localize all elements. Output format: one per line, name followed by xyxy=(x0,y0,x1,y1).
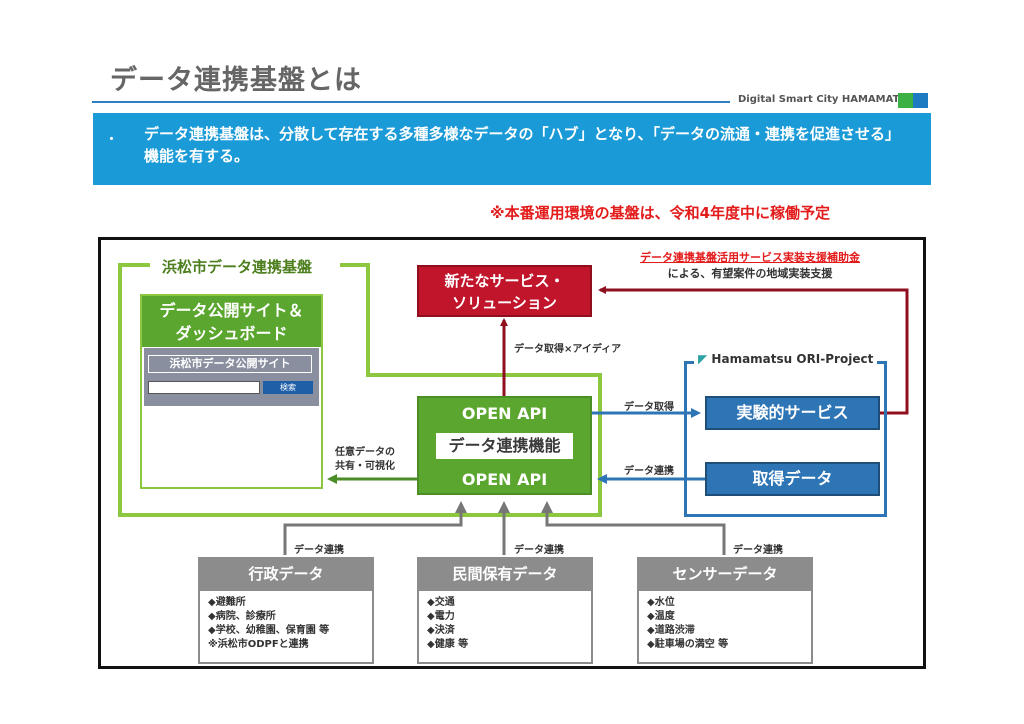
data-site-title-line1: データ公開サイト＆ xyxy=(159,301,304,320)
platform-frame xyxy=(118,263,602,517)
label-data-acquire: データ取得 xyxy=(624,402,674,413)
site-name: 浜松市データ公開サイト xyxy=(148,355,312,373)
diagram-frame xyxy=(98,237,926,669)
list-item: ◆道路渋滞 xyxy=(647,625,695,636)
new-service-box: 新たなサービス・ ソリューション xyxy=(417,265,592,317)
list-item: ◆水位 xyxy=(647,597,675,608)
data-link-function: データ連携機能 xyxy=(434,431,575,461)
source-private-items: ◆交通 ◆電力 ◆決済 ◆健康 等 xyxy=(417,591,593,664)
page-title: データ連携基盤とは xyxy=(110,65,362,96)
source-private-title: 民間保有データ xyxy=(417,557,593,591)
source-gov: 行政データ ◆避難所 ◆病院、診療所 ◆学校、幼稚園、保育園 等 ※浜松市ODP… xyxy=(198,557,374,664)
list-item: ◆交通 xyxy=(427,597,455,608)
brand-logo-green xyxy=(898,93,913,108)
experimental-service-box: 実験的サービス xyxy=(705,396,880,430)
list-item: ◆学校、幼稚園、保育園 等 xyxy=(208,625,330,636)
subsidy-note: データ連携基盤活用サービス実装支援補助金 による、有望案件の地域実装支援 xyxy=(590,250,910,282)
list-item: ◆避難所 xyxy=(208,597,246,608)
source-link-label-sensor: データ連携 xyxy=(733,545,783,556)
data-site-title-line2: ダッシュボード xyxy=(175,324,288,343)
brand-logo-blue xyxy=(913,93,928,108)
label-data-link-ori: データ連携 xyxy=(624,466,674,477)
ori-project-name: Hamamatsu ORI-Project xyxy=(711,352,874,366)
ori-logo-icon: ◤ xyxy=(698,352,708,366)
label-data-idea: データ取得×アイディア xyxy=(514,344,622,355)
list-item: ◆駐車場の満空 等 xyxy=(647,639,729,650)
list-item: ◆健康 等 xyxy=(427,639,469,650)
arrow-sensor-to-hub xyxy=(541,501,726,555)
label-share: 任意データの 共有・可視化 xyxy=(335,446,395,474)
ori-project-label: ◤ Hamamatsu ORI-Project xyxy=(694,352,878,366)
label-share-line2: 共有・可視化 xyxy=(335,461,395,472)
site-screenshot-header xyxy=(144,348,319,406)
platform-label: 浜松市データ連携基盤 xyxy=(156,256,319,277)
new-service-line1: 新たなサービス・ xyxy=(444,272,565,290)
list-item: ◆病院、診療所 xyxy=(208,611,276,622)
list-item: ◆温度 xyxy=(647,611,675,622)
banner-bullet: ・ xyxy=(104,130,120,148)
data-site-title: データ公開サイト＆ ダッシュボード xyxy=(142,296,321,347)
source-link-label-private: データ連携 xyxy=(514,545,564,556)
open-api-bottom: OPEN API xyxy=(461,470,548,489)
open-api-top: OPEN API xyxy=(461,404,548,423)
source-sensor: センサーデータ ◆水位 ◆温度 ◆道路渋滞 ◆駐車場の満空 等 xyxy=(637,557,813,664)
source-sensor-items: ◆水位 ◆温度 ◆道路渋滞 ◆駐車場の満空 等 xyxy=(637,591,813,664)
source-gov-items: ◆避難所 ◆病院、診療所 ◆学校、幼稚園、保育園 等 ※浜松市ODPFと連携 xyxy=(198,591,374,664)
acquired-data-box: 取得データ xyxy=(705,462,880,496)
title-rule xyxy=(92,101,730,103)
source-gov-title: 行政データ xyxy=(198,557,374,591)
list-item: ※浜松市ODPFと連携 xyxy=(208,639,309,650)
new-service-line2: ソリューション xyxy=(452,294,557,312)
source-sensor-title: センサーデータ xyxy=(637,557,813,591)
source-link-label-gov: データ連携 xyxy=(294,545,344,556)
label-share-line1: 任意データの xyxy=(335,447,395,458)
arrow-experiment-to-service xyxy=(598,286,909,415)
source-private: 民間保有データ ◆交通 ◆電力 ◆決済 ◆健康 等 xyxy=(417,557,593,664)
arrow-gov-to-hub xyxy=(283,501,467,555)
subsidy-text: による、有望案件の地域実装支援 xyxy=(667,267,833,280)
list-item: ◆電力 xyxy=(427,611,455,622)
brand-text: Digital Smart City HAMAMATSU xyxy=(738,94,915,105)
banner-text: データ連携基盤は、分散して存在する多種多様なデータの「ハブ」となり、「データの流… xyxy=(144,125,901,165)
site-search-input xyxy=(148,381,260,394)
summary-banner xyxy=(93,113,931,185)
subsidy-title: データ連携基盤活用サービス実装支援補助金 xyxy=(640,251,860,264)
site-search-button: 検索 xyxy=(263,381,313,394)
schedule-note: ※本番運用環境の基盤は、令和4年度中に稼働予定 xyxy=(490,204,831,222)
list-item: ◆決済 xyxy=(427,625,455,636)
